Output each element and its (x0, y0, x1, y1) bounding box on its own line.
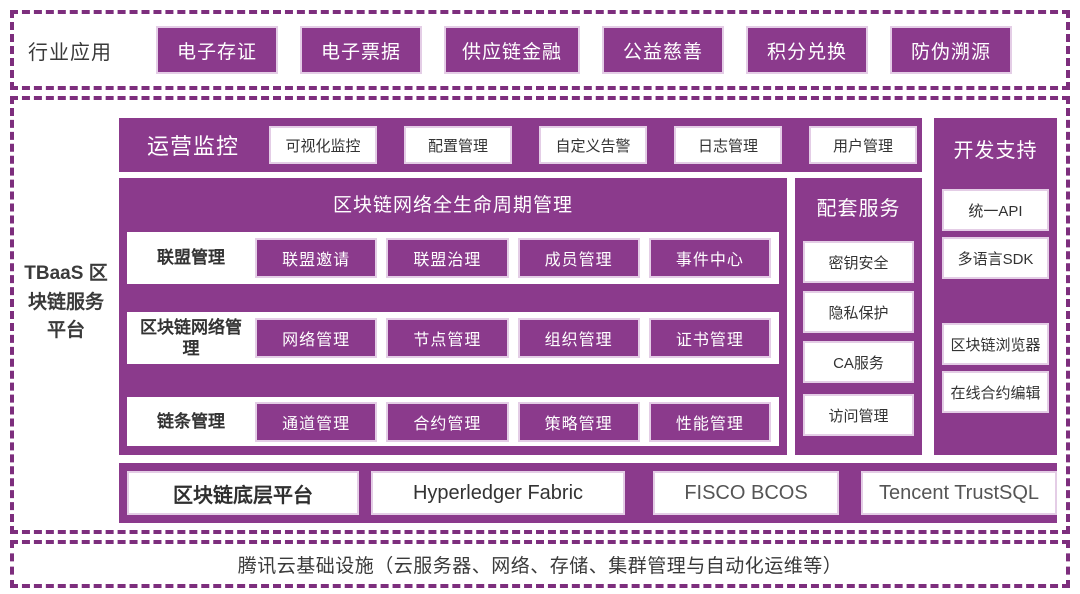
ops-item-user-management[interactable]: 用户管理 (809, 126, 918, 164)
industry-section-label: 行业应用 (28, 41, 112, 64)
ca-service-item[interactable]: CA服务 (803, 341, 914, 383)
ops-monitoring-label: 运营监控 (147, 134, 240, 159)
tencent-trustsql-item[interactable]: Tencent TrustSQL (861, 471, 1057, 515)
ops-item-visual-monitoring[interactable]: 可视化监控 (269, 126, 378, 164)
cloud-infrastructure-section: 腾讯云基础设施（云服务器、网络、存储、集群管理与自动化运维等） (10, 540, 1070, 588)
dev-support-label: 开发支持 (953, 140, 1038, 162)
channel-management-button[interactable]: 通道管理 (255, 401, 378, 442)
lifecycle-panel-title: 区块链网络全生命周期管理 (332, 195, 573, 216)
industry-applications-section: 行业应用 电子存证 电子票据 供应链金融 公益慈善 积分兑换 防伪溯源 (10, 10, 1070, 90)
tbaas-platform-section: TBaaS 区块链服务平台 运营监控 可视化监控 配置管理 自定义告警 日志管理… (10, 96, 1070, 534)
performance-management-button[interactable]: 性能管理 (648, 401, 771, 442)
network-management-button[interactable]: 网络管理 (255, 318, 378, 358)
industry-app-electronic-bill[interactable]: 电子票据 (300, 26, 422, 74)
privacy-protection-item[interactable]: 隐私保护 (803, 291, 914, 333)
policy-management-button[interactable]: 策略管理 (517, 401, 640, 442)
ops-item-custom-alerts[interactable]: 自定义告警 (539, 126, 648, 164)
base-platform-panel: 区块链底层平台 Hyperledger Fabric FISCO BCOS Te… (119, 463, 1057, 523)
alliance-invite-button[interactable]: 联盟邀请 (255, 238, 378, 278)
supporting-services-label: 配套服务 (816, 198, 901, 220)
hyperledger-fabric-item[interactable]: Hyperledger Fabric (371, 471, 625, 515)
multilang-sdk-item[interactable]: 多语言SDK (942, 237, 1049, 279)
unified-api-item[interactable]: 统一API (942, 189, 1049, 231)
network-button-row: 网络管理 节点管理 组织管理 证书管理 (255, 318, 771, 358)
member-management-button[interactable]: 成员管理 (517, 238, 640, 278)
node-management-button[interactable]: 节点管理 (386, 318, 509, 358)
tbaas-name: TBaaS (24, 263, 84, 284)
cloud-infrastructure-label: 腾讯云基础设施（云服务器、网络、存储、集群管理与自动化运维等） (237, 555, 843, 577)
network-management-label: 区块链网络管理 (140, 317, 242, 358)
network-management-row: 区块链网络管理 网络管理 节点管理 组织管理 证书管理 (127, 312, 779, 364)
key-security-item[interactable]: 密钥安全 (803, 241, 914, 283)
lifecycle-management-panel: 区块链网络全生命周期管理 联盟管理 联盟邀请 联盟治理 成员管理 事件中心 区块… (119, 178, 787, 455)
ops-item-config-management[interactable]: 配置管理 (404, 126, 513, 164)
online-contract-editor-item[interactable]: 在线合约编辑 (942, 371, 1049, 413)
industry-app-electronic-evidence[interactable]: 电子存证 (156, 26, 278, 74)
supporting-services-panel: 配套服务 密钥安全 隐私保护 CA服务 访问管理 (795, 178, 922, 455)
dev-support-panel: 开发支持 统一API 多语言SDK 区块链浏览器 在线合约编辑 (934, 118, 1057, 455)
tbaas-subtitle: 区块链服务平台 (27, 263, 108, 341)
alliance-governance-button[interactable]: 联盟治理 (386, 238, 509, 278)
organization-management-button[interactable]: 组织管理 (517, 318, 640, 358)
chain-management-label: 链条管理 (157, 411, 225, 431)
industry-app-supply-chain-finance[interactable]: 供应链金融 (444, 26, 581, 74)
chain-button-row: 通道管理 合约管理 策略管理 性能管理 (255, 401, 771, 442)
industry-button-row: 电子存证 电子票据 供应链金融 公益慈善 积分兑换 防伪溯源 (156, 26, 1013, 74)
base-platform-label: 区块链底层平台 (127, 471, 359, 515)
industry-app-points-exchange[interactable]: 积分兑换 (746, 26, 869, 74)
fisco-bcos-item[interactable]: FISCO BCOS (653, 471, 839, 515)
access-management-item[interactable]: 访问管理 (803, 394, 914, 436)
alliance-management-label: 联盟管理 (157, 248, 225, 268)
ops-monitoring-panel: 运营监控 可视化监控 配置管理 自定义告警 日志管理 用户管理 (119, 118, 922, 172)
contract-management-button[interactable]: 合约管理 (386, 401, 509, 442)
alliance-management-row: 联盟管理 联盟邀请 联盟治理 成员管理 事件中心 (127, 232, 779, 284)
ops-chip-row: 可视化监控 配置管理 自定义告警 日志管理 用户管理 (269, 126, 918, 164)
industry-app-anti-counterfeit[interactable]: 防伪溯源 (890, 26, 1013, 74)
industry-app-charity[interactable]: 公益慈善 (602, 26, 725, 74)
alliance-button-row: 联盟邀请 联盟治理 成员管理 事件中心 (255, 238, 771, 278)
ops-item-log-management[interactable]: 日志管理 (674, 126, 783, 164)
blockchain-browser-item[interactable]: 区块链浏览器 (942, 323, 1049, 365)
event-center-button[interactable]: 事件中心 (648, 238, 771, 278)
chain-management-row: 链条管理 通道管理 合约管理 策略管理 性能管理 (127, 397, 779, 446)
tbaas-platform-title: TBaaS 区块链服务平台 (20, 260, 112, 346)
certificate-management-button[interactable]: 证书管理 (648, 318, 771, 358)
